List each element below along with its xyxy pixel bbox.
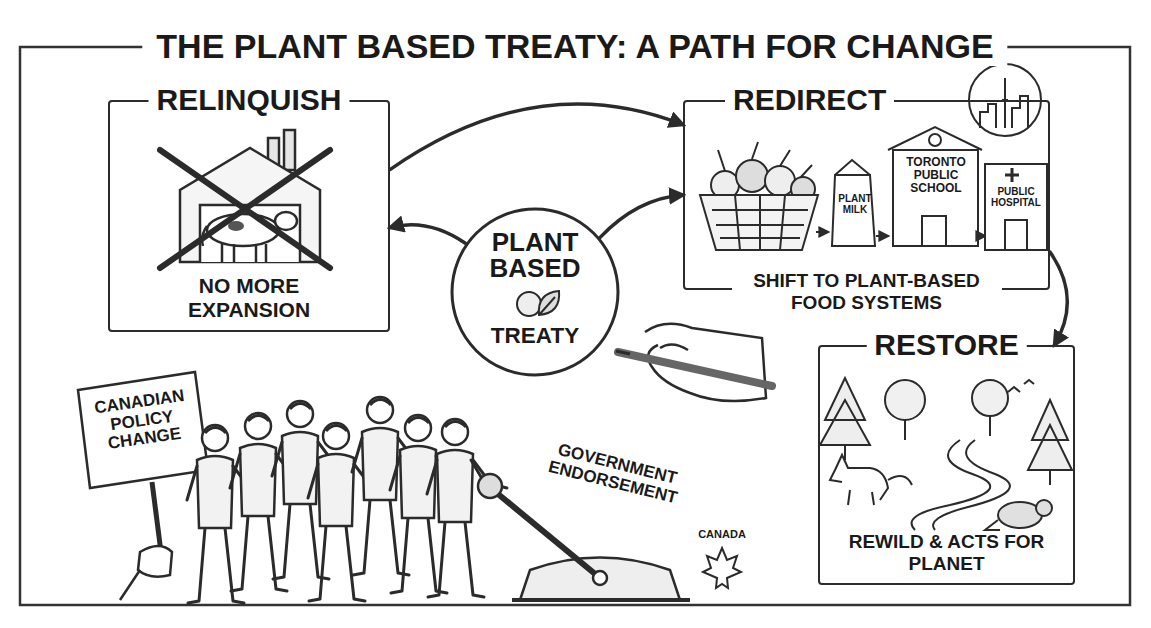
stage-heading: PLANT BASED (470, 229, 600, 281)
stage-text: REWILD & ACTS FOR PLANET (842, 531, 1052, 575)
illustration-label: TORONTO PUBLIC SCHOOL (895, 156, 977, 196)
diagram-title: THE PLANT BASED TREATY: A PATH FOR CHANG… (142, 26, 1007, 66)
stage-text: SHIFT TO PLANT-BASED FOOD SYSTEMS (732, 270, 1002, 314)
stage-box: RELINQUISHNO MORE EXPANSION (108, 100, 390, 332)
stage-heading: REDIRECT (725, 83, 894, 118)
illustration-label: PLANT MILK (833, 193, 877, 215)
stage-text: TREATY (465, 323, 605, 349)
stage-box: RESTOREREWILD & ACTS FOR PLANET (818, 345, 1075, 585)
flow-arrow (600, 195, 683, 237)
frame (20, 47, 1130, 605)
food-system-sketch (700, 64, 1047, 250)
flow-arrow (390, 104, 683, 170)
protest-sign (78, 372, 208, 600)
stage-heading: RESTORE (866, 328, 1026, 363)
crowd (187, 397, 507, 603)
flow-arrow (390, 225, 465, 244)
illustration-label: GOVERNMENT ENDORSEMENT (543, 439, 688, 509)
illustration-label: CANADA (695, 528, 749, 540)
stage-text: NO MORE EXPANSION (149, 274, 349, 322)
stage-heading: RELINQUISH (148, 83, 349, 118)
flow-arrow (1050, 252, 1067, 345)
rewild-sketch (820, 378, 1072, 530)
illustration-label: PUBLIC HOSPITAL (987, 186, 1045, 208)
treaty-circle: PLANT BASED TREATY (450, 207, 620, 377)
barn-crossed (160, 130, 330, 268)
maple-leaf (703, 548, 741, 588)
illustration-label: CANADIAN POLICY CHANGE (83, 385, 202, 456)
hand-with-pen (616, 324, 772, 401)
